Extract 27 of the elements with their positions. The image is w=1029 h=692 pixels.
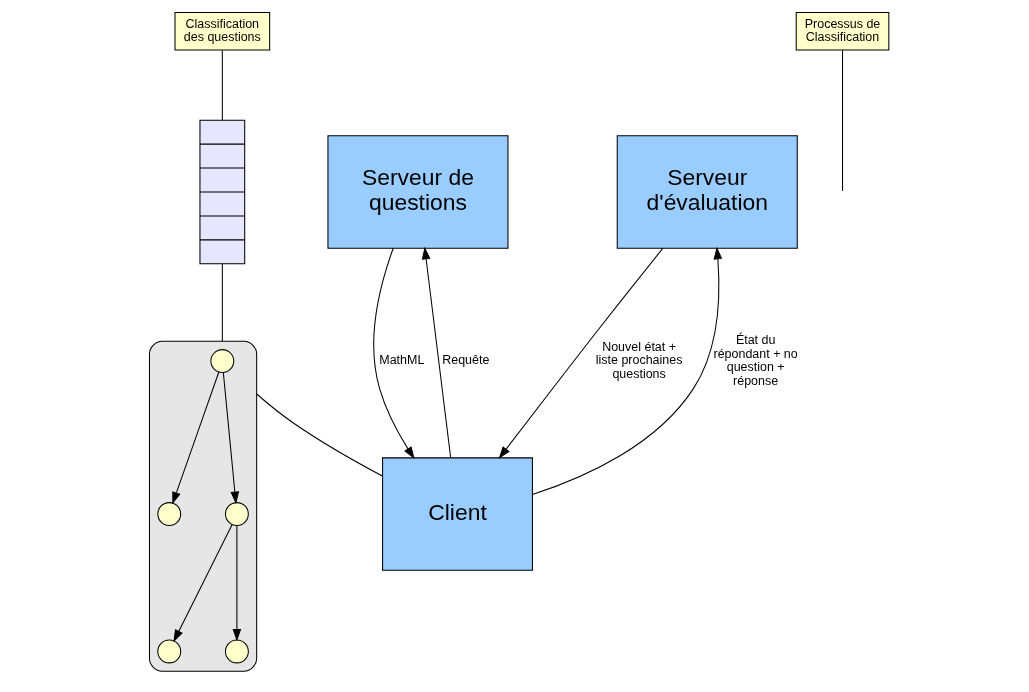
node-box: Serveur de questions — [326, 135, 508, 249]
connector — [255, 393, 383, 477]
node-circle — [156, 502, 181, 526]
connector — [841, 49, 843, 192]
edge-label: État du répondant + no question + réponse — [713, 333, 798, 388]
arrow — [421, 246, 451, 459]
cluster — [148, 340, 257, 672]
edge-label: Requête — [441, 353, 489, 368]
node-circle — [224, 502, 249, 526]
arrow — [232, 525, 241, 642]
connector — [221, 49, 223, 121]
node-box: Serveur d'évaluation — [616, 135, 798, 249]
node-box: Processus de Classification — [795, 11, 889, 51]
arrow — [172, 524, 233, 643]
arrow — [222, 372, 239, 505]
edge-label: MathML — [378, 353, 424, 368]
node-circle — [156, 639, 181, 664]
arrow — [372, 247, 415, 460]
connector — [221, 263, 223, 342]
arrow — [498, 247, 663, 459]
arrow — [531, 246, 722, 496]
edge-label: Nouvel état + liste prochaines questions — [595, 339, 682, 381]
node-box: Classification des questions — [173, 11, 270, 51]
arrow — [171, 371, 219, 505]
node-circle — [224, 639, 249, 664]
node-circle — [209, 349, 234, 374]
node-box: Client — [381, 457, 533, 571]
